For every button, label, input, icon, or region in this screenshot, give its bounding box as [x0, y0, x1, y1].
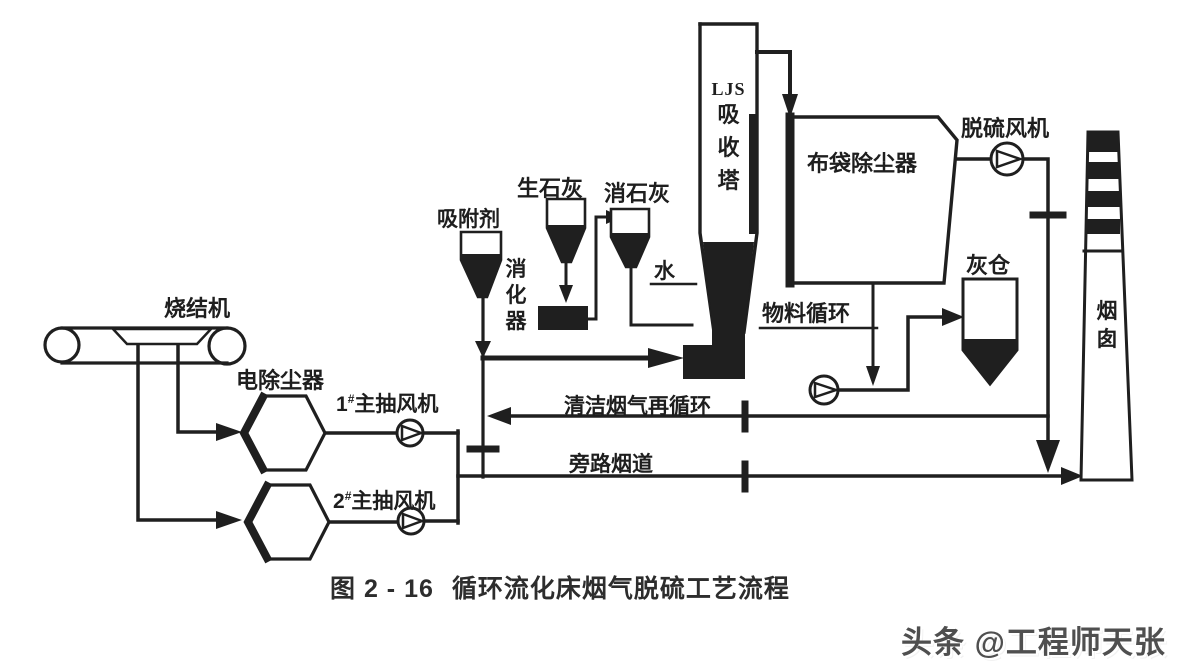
bag-filter-label: 布袋除尘器 [807, 151, 918, 176]
chimney-stripe [1086, 191, 1120, 207]
chimney-stripe [1086, 162, 1119, 179]
arrowheads [216, 94, 1083, 529]
chimney-stripe [1085, 219, 1120, 234]
adsorbent-hopper [459, 230, 503, 299]
adsorbent-label: 吸附剂 [437, 208, 500, 231]
bypass-flue-label: 旁路烟道 [569, 453, 653, 476]
arrow-icon [866, 366, 880, 386]
arrow-icon [216, 423, 242, 441]
belt-pulley-left [43, 326, 81, 364]
esp-shapes [239, 391, 331, 564]
bag-filter-shape [785, 112, 959, 288]
digester-shape [538, 306, 588, 330]
fan-drop-line [1021, 157, 1050, 447]
sinter-bed [110, 327, 214, 346]
arrow-icon [648, 348, 684, 368]
esp-label: 电除尘器 [236, 368, 325, 393]
ash-convey-line [836, 315, 946, 392]
arrow-icon [475, 341, 491, 358]
arrow-icon [559, 285, 573, 303]
tower-inlet-elbow [683, 308, 745, 379]
hoppers [459, 197, 651, 330]
flue-gas-lines [136, 50, 1066, 525]
clean-gas-recirculation-label: 清洁烟气再循环 [564, 395, 711, 418]
quicklime-hopper [545, 197, 587, 264]
slakedlime-to-absorber [629, 265, 694, 327]
tower-outline-left [698, 22, 716, 334]
slaked-lime-hopper [609, 207, 651, 269]
duct-to-esp1 [176, 342, 218, 434]
tower-hatch [749, 114, 757, 234]
watermark: 头条 @工程师天张 [901, 625, 1166, 660]
main-fan1-label: 1#主抽风机 [336, 392, 439, 416]
main-fan2-icon [396, 506, 426, 536]
desulfurization-fan-label: 脱硫风机 [961, 116, 1050, 141]
digester-to-slakedlime [586, 215, 610, 321]
sintering-machine-shape [43, 326, 247, 366]
water-label: 水 [654, 260, 675, 283]
arrow-icon [487, 407, 511, 425]
desulfurization-fan-icon [989, 141, 1025, 177]
ash-silo-label: 灰仓 [966, 253, 1011, 278]
belt-pulley-right [207, 326, 247, 366]
dampers [466, 211, 1067, 493]
duct-to-esp2 [136, 342, 218, 522]
sintering-machine-label: 烧结机 [164, 296, 231, 321]
absorber-to-bagfilter [755, 50, 792, 98]
fan-symbols [395, 141, 1025, 536]
digester-label: 消 化 器 [505, 258, 527, 333]
arrow-icon [942, 308, 964, 326]
ash-silo-fill [963, 339, 1017, 384]
esp1-hatch [239, 391, 269, 475]
figure-title: 循环流化床烟气脱硫工艺流程 [451, 575, 790, 603]
main-fan1-icon [395, 418, 425, 448]
arrow-icon [1061, 467, 1083, 485]
recirculation-fan-icon [808, 374, 840, 406]
figure-caption: 图 2 - 16 循环流化床烟气脱硫工艺流程 [330, 569, 790, 605]
chimney-stripe [1087, 133, 1119, 152]
slaked-lime-label: 消石灰 [604, 181, 671, 206]
chimney-label: 烟 囱 [1096, 300, 1118, 351]
main-fan2-label: 2#主抽风机 [333, 489, 436, 513]
arrow-icon [1036, 440, 1060, 473]
chimney-shape [1079, 130, 1134, 482]
figure-number: 图 2 - 16 [330, 575, 434, 603]
arrow-icon [782, 94, 798, 118]
esp2-hatch [243, 480, 273, 564]
ash-silo-shape [961, 277, 1019, 387]
absorber-label: LJS 吸 收 塔 [711, 79, 746, 193]
material-circulation-label: 物料循环 [762, 301, 851, 326]
absorber-tower-shape [683, 22, 759, 379]
arrow-icon [216, 511, 242, 529]
quicklime-label: 生石灰 [517, 176, 584, 201]
